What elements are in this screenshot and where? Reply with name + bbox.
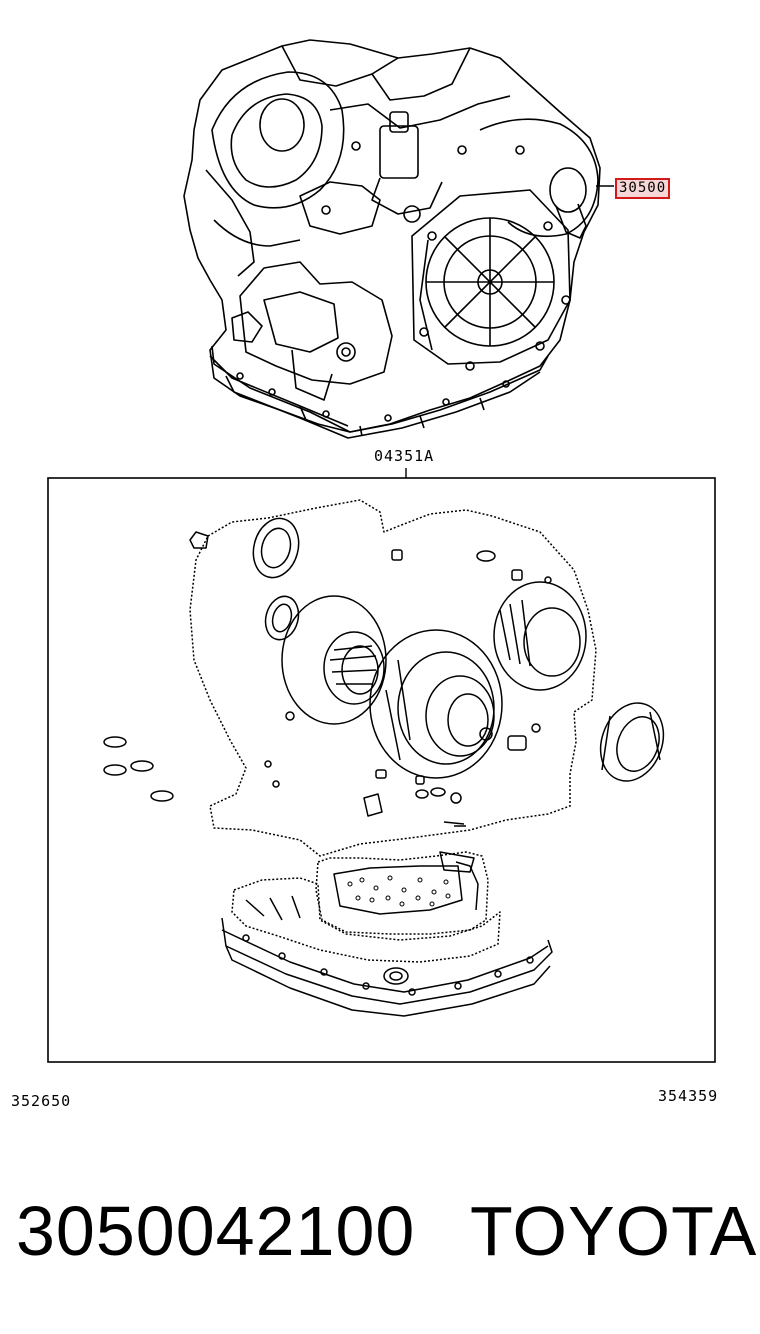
callout-right-ref: 354359	[658, 1087, 719, 1105]
callout-overhaul-kit[interactable]: 04351A	[374, 447, 435, 465]
part-number: 3050042100	[16, 1192, 416, 1270]
valve-body-holes	[347, 875, 451, 907]
pan-bolts	[236, 372, 510, 422]
bolt-heads	[321, 141, 571, 371]
brand-name: TOYOTA	[470, 1192, 758, 1270]
callout-transmission-assembly[interactable]: 30500	[615, 178, 671, 199]
callout-left-ref: 352650	[11, 1092, 72, 1110]
pan-gasket-bolts	[242, 934, 534, 996]
plugs	[264, 549, 552, 817]
overhaul-kit-drawing	[103, 499, 665, 1017]
transmission-assembly-drawing	[183, 39, 614, 439]
overhaul-kit-frame	[47, 477, 716, 1063]
o-rings	[103, 550, 496, 802]
